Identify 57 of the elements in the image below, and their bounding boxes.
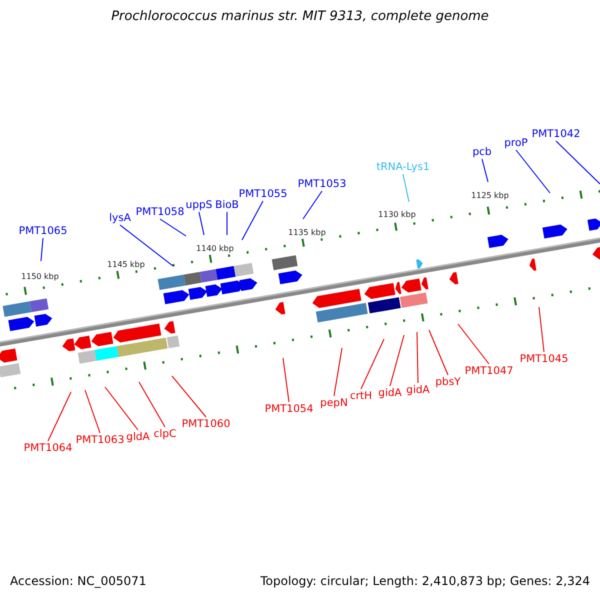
gene-label: PMT1060: [182, 418, 230, 430]
gene-label: pcb: [472, 146, 492, 158]
leader-line: [416, 332, 418, 384]
gene-label: PMT1064: [24, 442, 72, 454]
leader-line: [40, 238, 44, 262]
leader-line: [360, 338, 384, 390]
leader-line: [402, 174, 410, 202]
leader-line: [428, 330, 448, 376]
leader-line: [282, 358, 290, 402]
leader-line: [556, 140, 600, 184]
leader-line: [48, 392, 72, 442]
footer-text: Accession: NC_005071: [10, 575, 146, 587]
gene-label: PMT1047: [464, 365, 514, 377]
leader-line: [104, 386, 138, 430]
leader-line: [458, 324, 490, 364]
scale-label: 1145 kbp: [107, 259, 145, 271]
gene-label: BioB: [215, 199, 239, 211]
leader-line: [160, 218, 186, 236]
gene-label: PMT1058: [136, 206, 184, 218]
gene-label: clpC: [154, 428, 176, 440]
scale-label: 1130 kbp: [378, 209, 416, 221]
gene-label: PMT1045: [520, 353, 568, 365]
gene-label: gldA: [126, 431, 150, 443]
gene-label: PMT1042: [532, 128, 580, 140]
scale-label: 1125 kbp: [471, 190, 509, 202]
gene-label: proP: [504, 137, 528, 149]
footer-text: Topology: circular; Length: 2,410,873 bp; Genes: 2,324: [260, 575, 590, 587]
gene-label: pbsY: [435, 376, 461, 388]
title: Prochlorococcus marinus str. MIT 9313, complete genome: [111, 11, 489, 23]
gene-label: PMT1055: [238, 188, 288, 200]
leader-line: [242, 200, 264, 240]
leader-line: [302, 190, 322, 220]
gene-label: PMT1065: [18, 225, 68, 237]
leader-line: [172, 376, 206, 418]
leader-line: [538, 306, 544, 352]
gene-label: gidA: [406, 384, 430, 396]
leader-line: [482, 158, 488, 182]
gene-label: PMT1054: [264, 403, 314, 415]
leader-line: [138, 382, 166, 428]
gene-label: gidA: [378, 387, 402, 399]
scale-label: 1135 kbp: [288, 227, 326, 239]
leader-line: [198, 212, 204, 236]
gene-label: lysA: [109, 212, 131, 224]
gene-label: crtH: [350, 390, 372, 402]
scale-label: 1150 kbp: [21, 271, 59, 283]
gene-label: PMT1053: [298, 178, 346, 190]
leader-line: [390, 334, 404, 386]
leader-line: [516, 150, 550, 194]
gene-label: pepN: [320, 397, 348, 409]
gene-label: PMT1063: [76, 434, 124, 446]
leader-line: [334, 348, 342, 396]
leader-line: [84, 390, 100, 434]
gene-label: tRNA-Lys1: [376, 161, 430, 173]
gene-label: uppS: [186, 199, 212, 211]
leader-line: [120, 224, 174, 266]
leader-line: [226, 212, 228, 236]
scale-label: 1140 kbp: [196, 243, 234, 255]
